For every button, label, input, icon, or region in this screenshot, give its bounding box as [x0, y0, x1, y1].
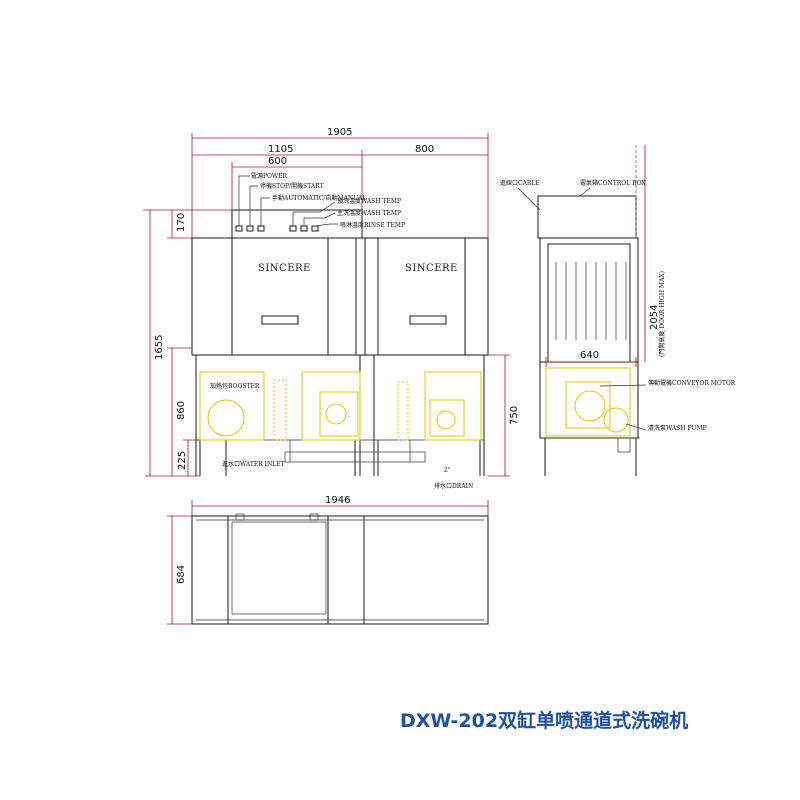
label-booster: 加熱包BOOSTER — [210, 382, 260, 390]
label-door-high: (門開高度 DOOR HIGH MAX) — [658, 271, 666, 357]
dim-600: 600 — [268, 156, 287, 167]
label-water-inlet: 進水口WATER INLET — [222, 460, 285, 468]
front-dimension-lines — [143, 133, 510, 477]
label-auto-manual: 手動AUTOMATIC/自動MANUAL — [272, 194, 366, 202]
label-cable: 進線口CABLE — [500, 179, 540, 187]
front-internal-components — [199, 371, 482, 441]
label-conveyor-motor: 傳動電機CONVEYOR MOTOR — [648, 379, 736, 387]
label-main-wash-temp: 主洗溫度WASH TEMP — [337, 209, 401, 217]
label-wash-pump: 清洗泵WASH PUMP — [648, 424, 707, 432]
label-drain: 排水口DRAIN — [434, 482, 473, 490]
dim-640: 640 — [580, 350, 599, 361]
dim-1105: 1105 — [268, 144, 293, 155]
label-rinse-temp: 噴淋溫度RINSE TEMP — [340, 221, 405, 229]
label-stop-start: 停機STOP/開機START — [260, 182, 324, 190]
dim-750: 750 — [509, 406, 520, 425]
dim-800: 800 — [415, 144, 434, 155]
label-control-box: 電氣箱CONTROL BOX — [580, 179, 646, 187]
logo-right: SINCERE — [405, 263, 458, 274]
label-drain-size: 2" — [444, 467, 451, 474]
dim-225: 225 — [177, 451, 188, 470]
side-internal-components — [545, 367, 631, 437]
model-title: DXW-202双缸单喷通道式洗碗机 — [400, 710, 689, 732]
dim-1946: 1946 — [325, 495, 350, 506]
label-pre-wash-temp: 預洗溫度WASH TEMP — [337, 197, 401, 205]
logo-left: SINCERE — [258, 263, 311, 274]
side-elevation — [537, 195, 640, 476]
dim-1905: 1905 — [327, 127, 352, 138]
control-buttons — [235, 175, 338, 232]
side-dimension-lines — [545, 145, 646, 367]
plan-view — [167, 500, 489, 625]
dim-860: 860 — [176, 401, 187, 420]
dim-684: 684 — [176, 565, 187, 584]
label-power: 電源POWER — [251, 172, 288, 180]
dim-1655: 1655 — [154, 335, 165, 360]
dim-170: 170 — [176, 213, 187, 232]
dim-2054: 2054 — [649, 305, 660, 330]
